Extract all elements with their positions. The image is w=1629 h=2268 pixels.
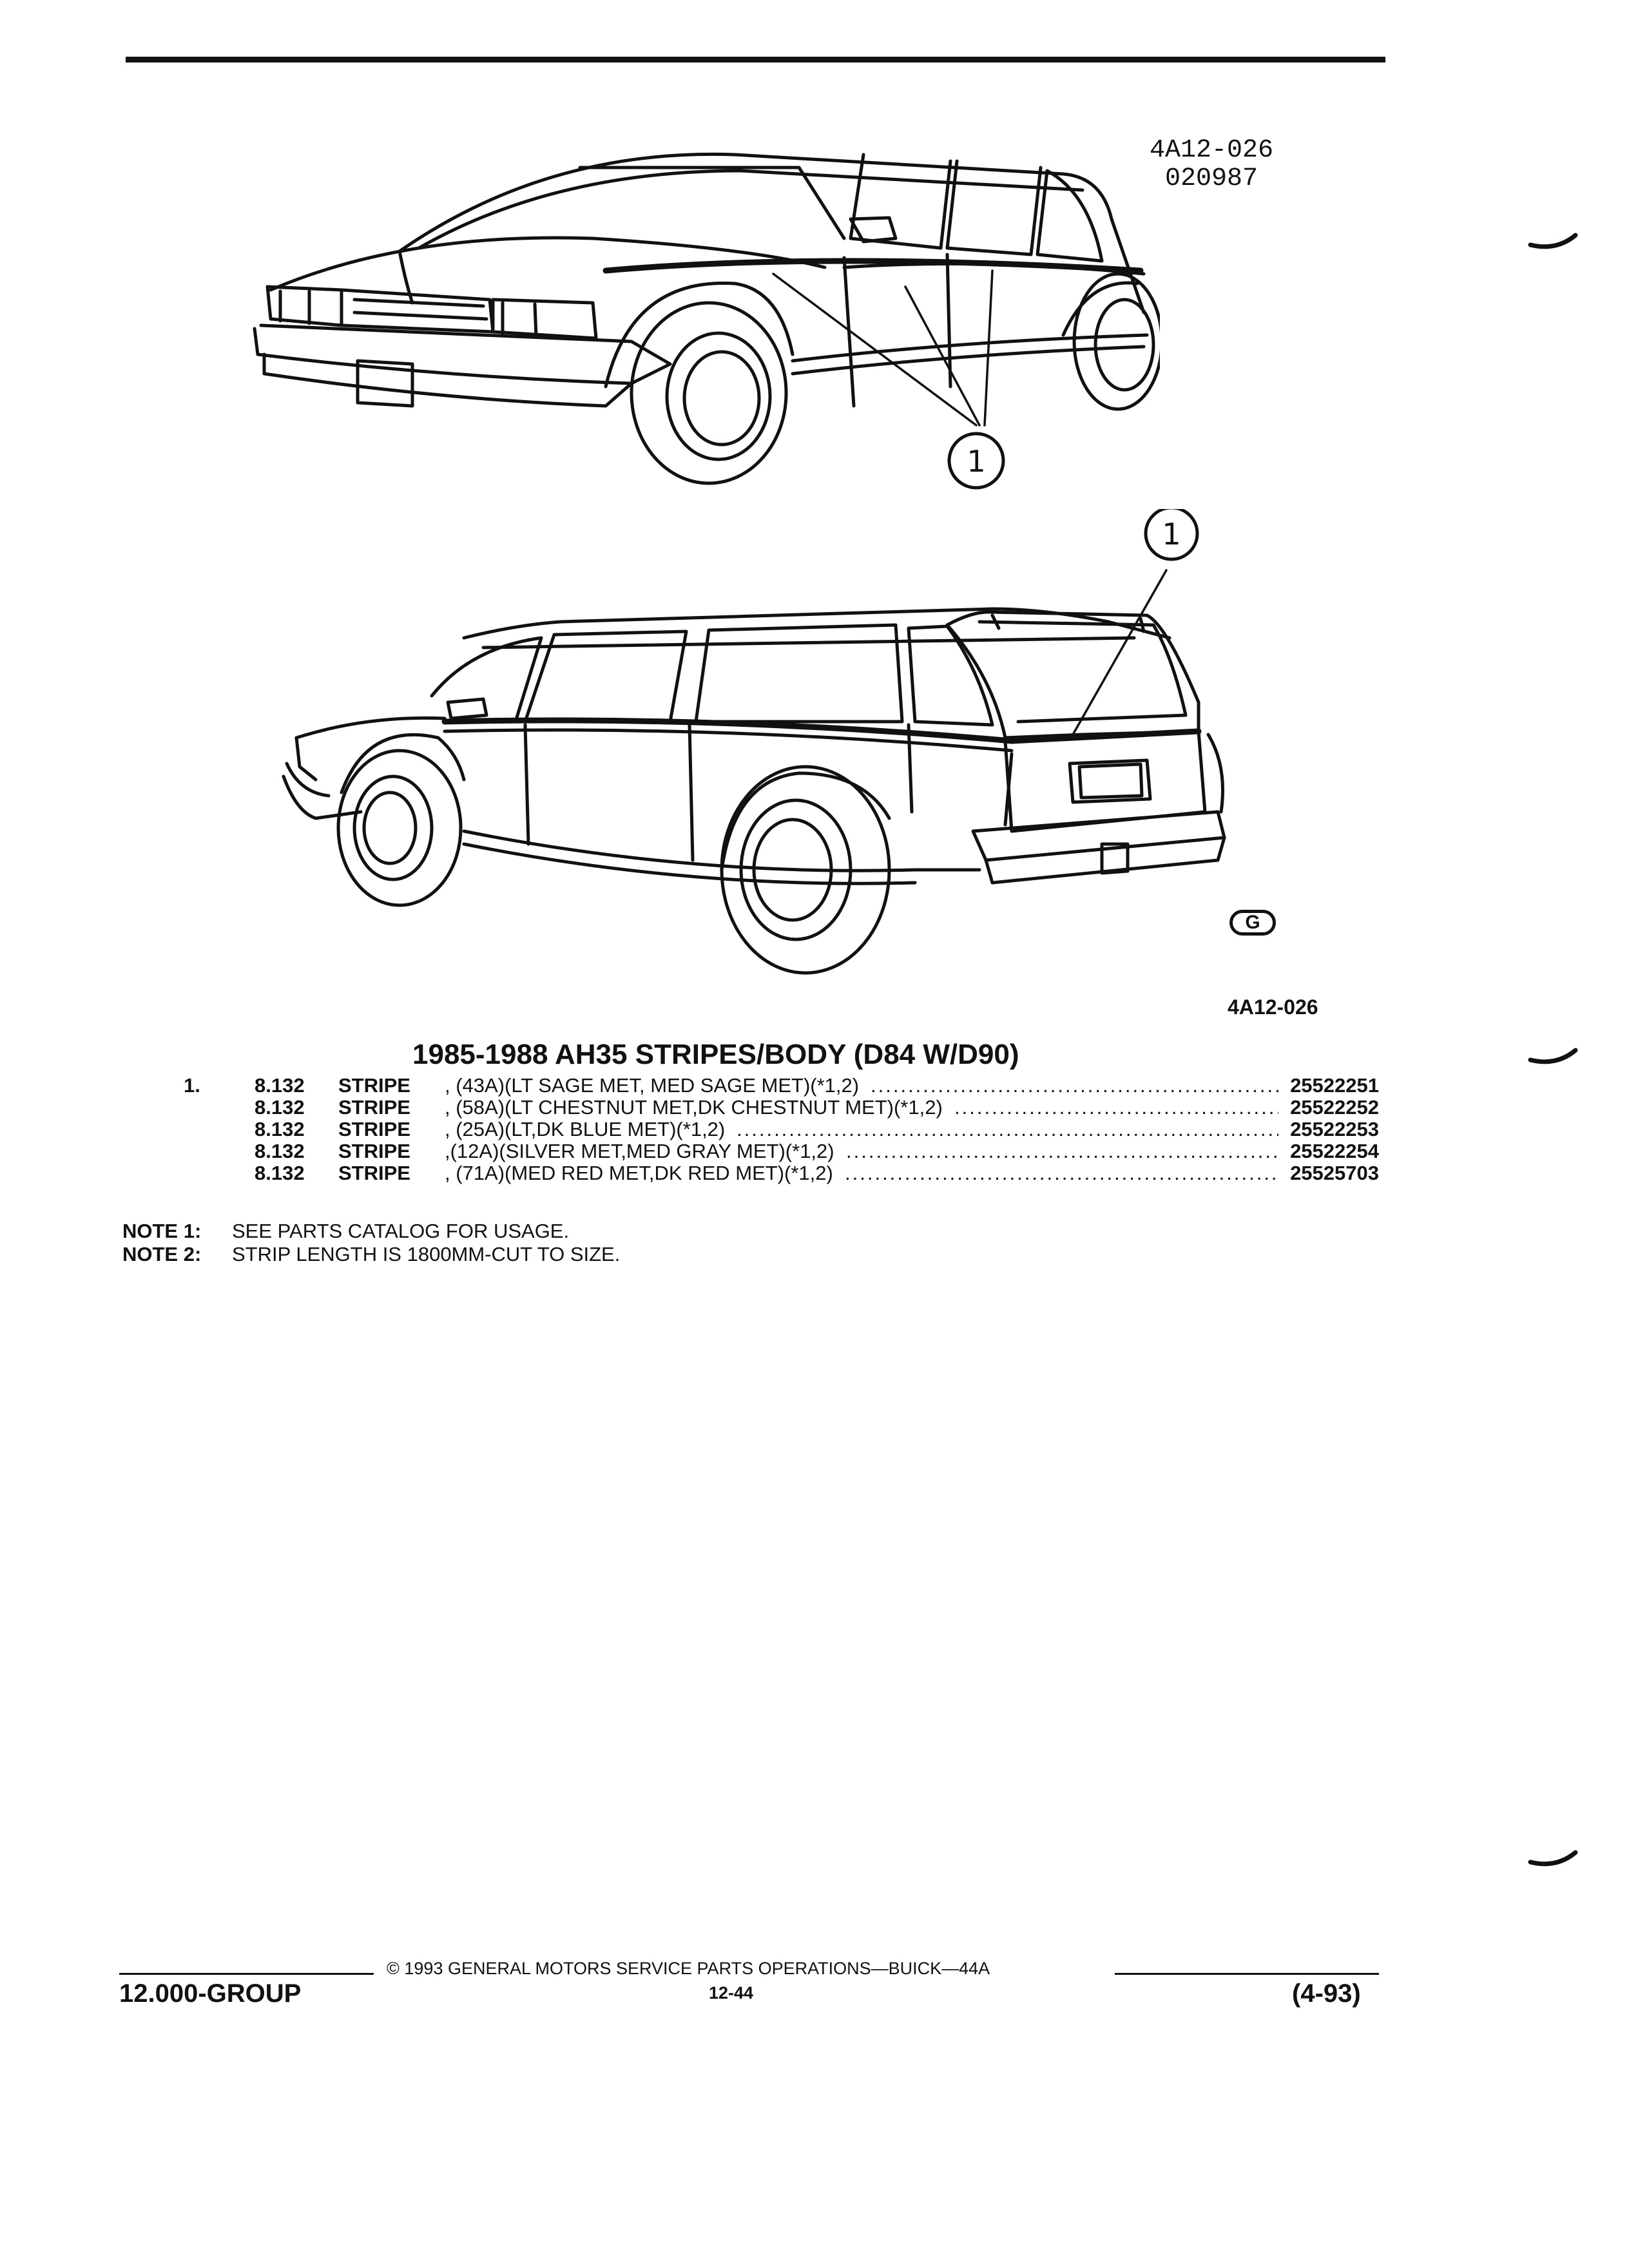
part-number: 25525703: [1290, 1162, 1379, 1184]
footer-rule-right: [1115, 1973, 1379, 1975]
part-name: STRIPE: [338, 1118, 410, 1140]
part-name: STRIPE: [338, 1096, 410, 1119]
note-label: NOTE 2:: [122, 1243, 202, 1265]
part-group-code: 8.132: [255, 1118, 305, 1140]
footer-group: 12.000-GROUP: [119, 1979, 302, 2008]
part-row: 1. 8.132 STRIPE , (43A)(LT SAGE MET, MED SA…: [184, 1075, 1379, 1097]
note-text: STRIP LENGTH IS 1800MM-CUT TO SIZE.: [232, 1243, 621, 1265]
callout-label-front: 1: [967, 444, 985, 479]
part-description: , (58A)(LT CHESTNUT MET,DK CHESTNUT MET)…: [445, 1096, 943, 1119]
leader-dots: ........................................…: [871, 1075, 1278, 1097]
part-item-number: 1.: [184, 1074, 200, 1097]
part-group-code: 8.132: [255, 1162, 305, 1184]
part-name: STRIPE: [338, 1162, 410, 1184]
callout-circle-front: [947, 432, 1005, 490]
part-row: 8.132 STRIPE , (25A)(LT,DK BLUE MET)(*1,2)…: [184, 1119, 1379, 1140]
drawing-code-line1: 4A12-026: [1149, 136, 1274, 165]
note-1: NOTE 1: SEE PARTS CATALOG FOR USAGE.: [122, 1220, 620, 1243]
binder-marks: [1528, 233, 1578, 1867]
note-text: SEE PARTS CATALOG FOR USAGE.: [232, 1220, 570, 1242]
part-name: STRIPE: [338, 1074, 410, 1097]
gm-logo-icon: G: [1229, 910, 1276, 936]
part-group-code: 8.132: [255, 1140, 305, 1162]
part-name: STRIPE: [338, 1140, 410, 1162]
leader-dots: ........................................…: [954, 1097, 1278, 1119]
part-row: 8.132 STRIPE , (58A)(LT CHESTNUT MET,DK CH…: [184, 1097, 1379, 1119]
part-description: , (43A)(LT SAGE MET, MED SAGE MET)(*1,2): [445, 1074, 860, 1097]
part-group-code: 8.132: [255, 1074, 305, 1097]
leader-dots: ........................................…: [846, 1140, 1278, 1162]
top-rule: [126, 57, 1385, 62]
part-number: 25522252: [1290, 1096, 1379, 1119]
drawing-code-line2: 020987: [1164, 164, 1258, 193]
leader-dots: ........................................…: [737, 1119, 1278, 1140]
part-description: , (71A)(MED RED MET,DK RED MET)(*1,2): [445, 1162, 833, 1184]
part-row: 8.132 STRIPE , (71A)(MED RED MET,DK RED ME…: [184, 1162, 1379, 1184]
part-description: , (25A)(LT,DK BLUE MET)(*1,2): [445, 1118, 726, 1140]
part-description: ,(12A)(SILVER MET,MED GRAY MET)(*1,2): [445, 1140, 834, 1162]
part-row: 8.132 STRIPE ,(12A)(SILVER MET,MED GRAY ME…: [184, 1140, 1379, 1162]
note-2: NOTE 2: STRIP LENGTH IS 1800MM-CUT TO SIZ…: [122, 1243, 620, 1266]
wagon-rear-view-illustration: 1: [282, 509, 1226, 975]
part-number: 25522251: [1290, 1074, 1379, 1097]
callout-label-rear: 1: [1162, 517, 1181, 552]
footer-copyright: © 1993 GENERAL MOTORS SERVICE PARTS OPER…: [387, 1959, 990, 1978]
callout-circle-rear: [1144, 509, 1199, 561]
wagon-front-view-illustration: 1: [253, 152, 1160, 490]
note-label: NOTE 1:: [122, 1220, 202, 1242]
footer-page-number: 12-44: [709, 1983, 754, 2003]
footer-date: (4-93): [1292, 1979, 1361, 2008]
footer-rule-left: [119, 1973, 374, 1975]
notes-section: NOTE 1: SEE PARTS CATALOG FOR USAGE. NOTE…: [122, 1220, 620, 1266]
leader-dots: ........................................…: [845, 1162, 1278, 1184]
section-title: 1985-1988 AH35 STRIPES/BODY (D84 W/D90): [412, 1039, 1019, 1070]
part-number: 25522253: [1290, 1118, 1379, 1140]
drawing-code-bottom: 4A12-026: [1228, 995, 1318, 1019]
part-group-code: 8.132: [255, 1096, 305, 1119]
drawing-code-top: 4A12-026 020987: [1147, 137, 1276, 193]
gm-logo-glyph: G: [1245, 912, 1260, 933]
part-number: 25522254: [1290, 1140, 1379, 1162]
